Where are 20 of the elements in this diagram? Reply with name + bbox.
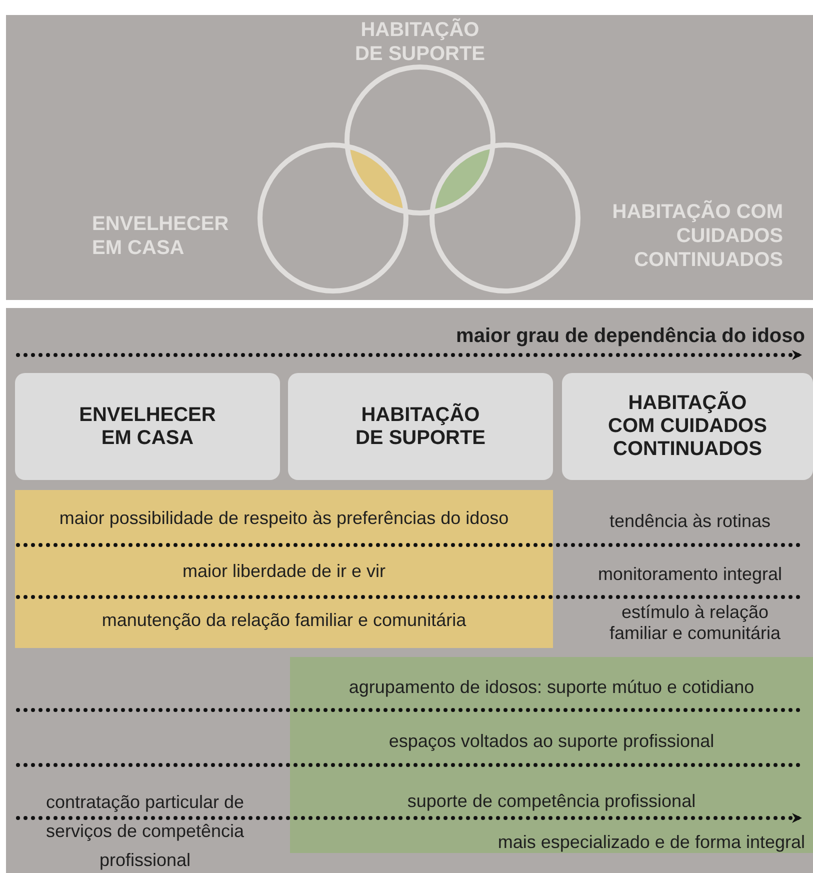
row-text: maior liberdade de ir e vir xyxy=(181,561,387,582)
category-box xyxy=(562,373,813,480)
highlight-band xyxy=(290,657,813,853)
category-box xyxy=(15,373,280,480)
category-title: ENVELHECER EM CASA xyxy=(78,404,217,450)
note-text: contratação particular de serviços de competência profissional xyxy=(44,791,246,872)
row-text: agrupamento de idosos: suporte mútuo e cotidiano xyxy=(348,677,756,698)
row-text: manutenção da relação familiar e comunitária xyxy=(100,610,468,631)
note-text: monitoramento integral xyxy=(596,564,784,585)
category-title: HABITAÇÃO COM CUIDADOS CONTINUADOS xyxy=(607,392,768,461)
note-text: tendência às rotinas xyxy=(608,511,772,532)
note-text: mais especializado e de forma integral xyxy=(496,832,805,853)
axis-title: maior grau de dependência do idoso xyxy=(455,326,805,347)
category-title: HABITAÇÃO DE SUPORTE xyxy=(354,404,487,450)
highlight-band xyxy=(15,490,553,648)
row-text: espaços voltados ao suporte profissional xyxy=(388,731,716,752)
row-text: maior possibilidade de respeito às preferências do idoso xyxy=(58,508,510,529)
note-text: estímulo à relação familiar e comunitária xyxy=(608,602,782,644)
category-box xyxy=(288,373,553,480)
row-text: suporte de competência profissional xyxy=(406,791,697,812)
